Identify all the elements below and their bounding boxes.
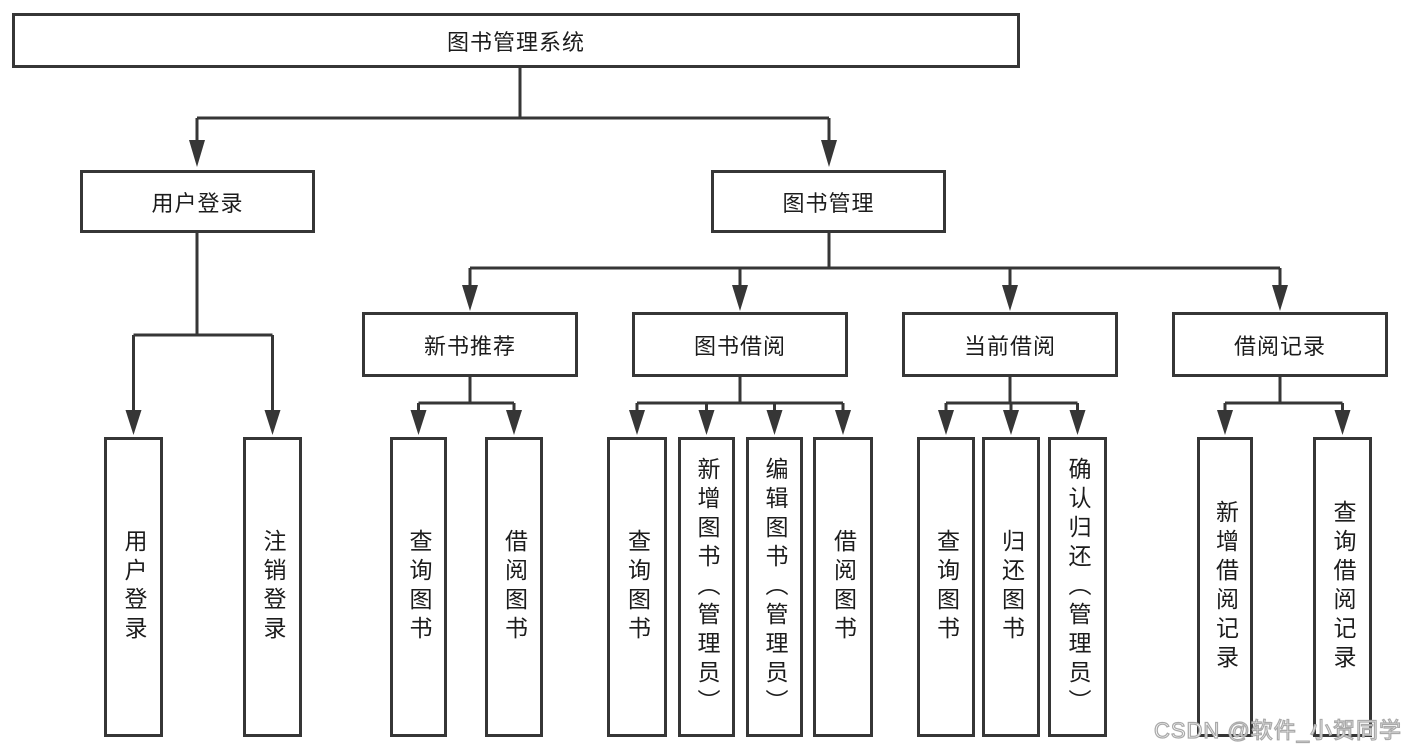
leaf-bb-query-books: 查询图书 [607,437,667,737]
leaf-logout: 注销登录 [243,437,302,737]
connector-paths [132,66,1344,413]
node-module-current-borrow: 当前借阅 [902,312,1118,377]
node-module-new-book-recommend: 新书推荐 [362,312,578,377]
leaf-cb-return-books: 归还图书 [982,437,1040,737]
node-module-borrow-records: 借阅记录 [1172,312,1388,377]
leaf-cb-query-books: 查询图书 [917,437,975,737]
node-branch-user-login: 用户登录 [80,170,315,233]
leaf-nb-query-books: 查询图书 [390,437,447,737]
leaf-br-add-record: 新增借阅记录 [1197,437,1253,737]
leaf-nb-borrow-books: 借阅图书 [485,437,543,737]
leaf-br-query-record: 查询借阅记录 [1313,437,1372,737]
leaf-bb-edit-books-admin: 编辑图书（管理员） [746,437,803,737]
node-root-system: 图书管理系统 [12,13,1020,68]
leaf-bb-borrow-books: 借阅图书 [813,437,873,737]
arrowheads [125,140,1351,435]
leaf-bb-add-books-admin: 新增图书（管理员） [678,437,735,737]
leaf-cb-confirm-return-admin: 确认归还（管理员） [1048,437,1107,737]
leaf-user-login: 用户登录 [104,437,163,737]
node-module-book-borrow: 图书借阅 [632,312,848,377]
node-branch-book-management: 图书管理 [711,170,946,233]
csdn-watermark: CSDN @软件_小贺同学 [1153,717,1402,743]
